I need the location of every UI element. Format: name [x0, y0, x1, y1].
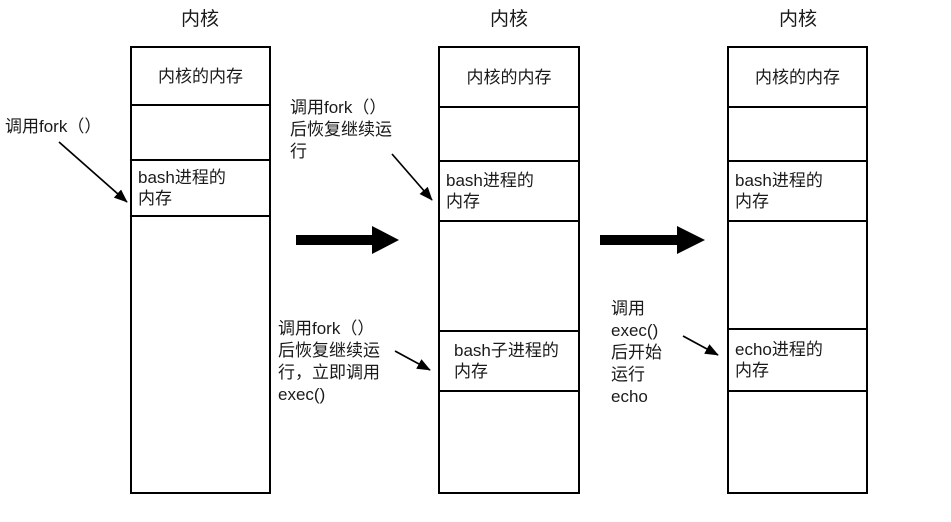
note-fork-resume-child-exec: 调用fork（） 后恢复继续运 行，立即调用 exec() [278, 319, 380, 404]
memory-cell-bash-process: bash进程的 内存 [729, 162, 866, 222]
memory-column-after-exec: 内核的内存 bash进程的 内存 echo进程的 内存 [727, 46, 868, 494]
transition-arrow-fork [296, 226, 399, 254]
memory-cell-echo-process: echo进程的 内存 [729, 330, 866, 392]
memory-cell-empty [729, 108, 866, 162]
memory-cell-empty [440, 222, 578, 332]
memory-cell-kernel: 内核的内存 [729, 48, 866, 108]
note-exec-start-echo: 调用 exec() 后开始 运行 echo [611, 299, 662, 406]
pointer-arrow-fork-resume-parent [391, 153, 433, 201]
memory-cell-empty [440, 108, 578, 162]
column-title-after-fork: 内核 [489, 9, 528, 30]
pointer-arrow-exec-start-echo [682, 335, 719, 356]
transition-arrow-exec [600, 226, 705, 254]
memory-cell-label: bash进程的 内存 [735, 171, 823, 211]
memory-cell-empty [132, 106, 269, 161]
memory-column-before-fork: 内核的内存 bash进程的 内存 [130, 46, 271, 494]
note-fork-resume-parent: 调用fork（） 后恢复继续运 行 [290, 98, 392, 161]
pointer-arrow-call-fork [58, 141, 128, 203]
memory-cell-label: bash子进程的 内存 [454, 341, 559, 381]
memory-cell-empty [729, 222, 866, 330]
column-title-before-fork: 内核 [180, 9, 219, 30]
memory-cell-label: echo进程的 内存 [735, 340, 823, 380]
note-call-fork: 调用fork（） [5, 117, 102, 136]
memory-cell-bash-child-process: bash子进程的 内存 [440, 332, 578, 392]
memory-cell-label: 内核的内存 [466, 67, 552, 87]
memory-cell-kernel: 内核的内存 [440, 48, 578, 108]
memory-column-after-fork: 内核的内存 bash进程的 内存 bash子进程的 内存 [438, 46, 580, 494]
memory-cell-empty [440, 392, 578, 492]
memory-cell-bash-process: bash进程的 内存 [440, 162, 578, 222]
memory-cell-bash-process: bash进程的 内存 [132, 161, 269, 217]
pointer-arrow-fork-resume-child-exec [394, 350, 431, 371]
memory-cell-label: 内核的内存 [158, 66, 243, 86]
column-title-after-exec: 内核 [778, 9, 817, 30]
memory-cell-kernel: 内核的内存 [132, 48, 269, 106]
memory-cell-label: bash进程的 内存 [138, 168, 226, 208]
memory-cell-empty [132, 217, 269, 492]
memory-cell-label: 内核的内存 [755, 67, 840, 87]
memory-cell-label: bash进程的 内存 [446, 171, 534, 211]
memory-cell-empty [729, 392, 866, 492]
